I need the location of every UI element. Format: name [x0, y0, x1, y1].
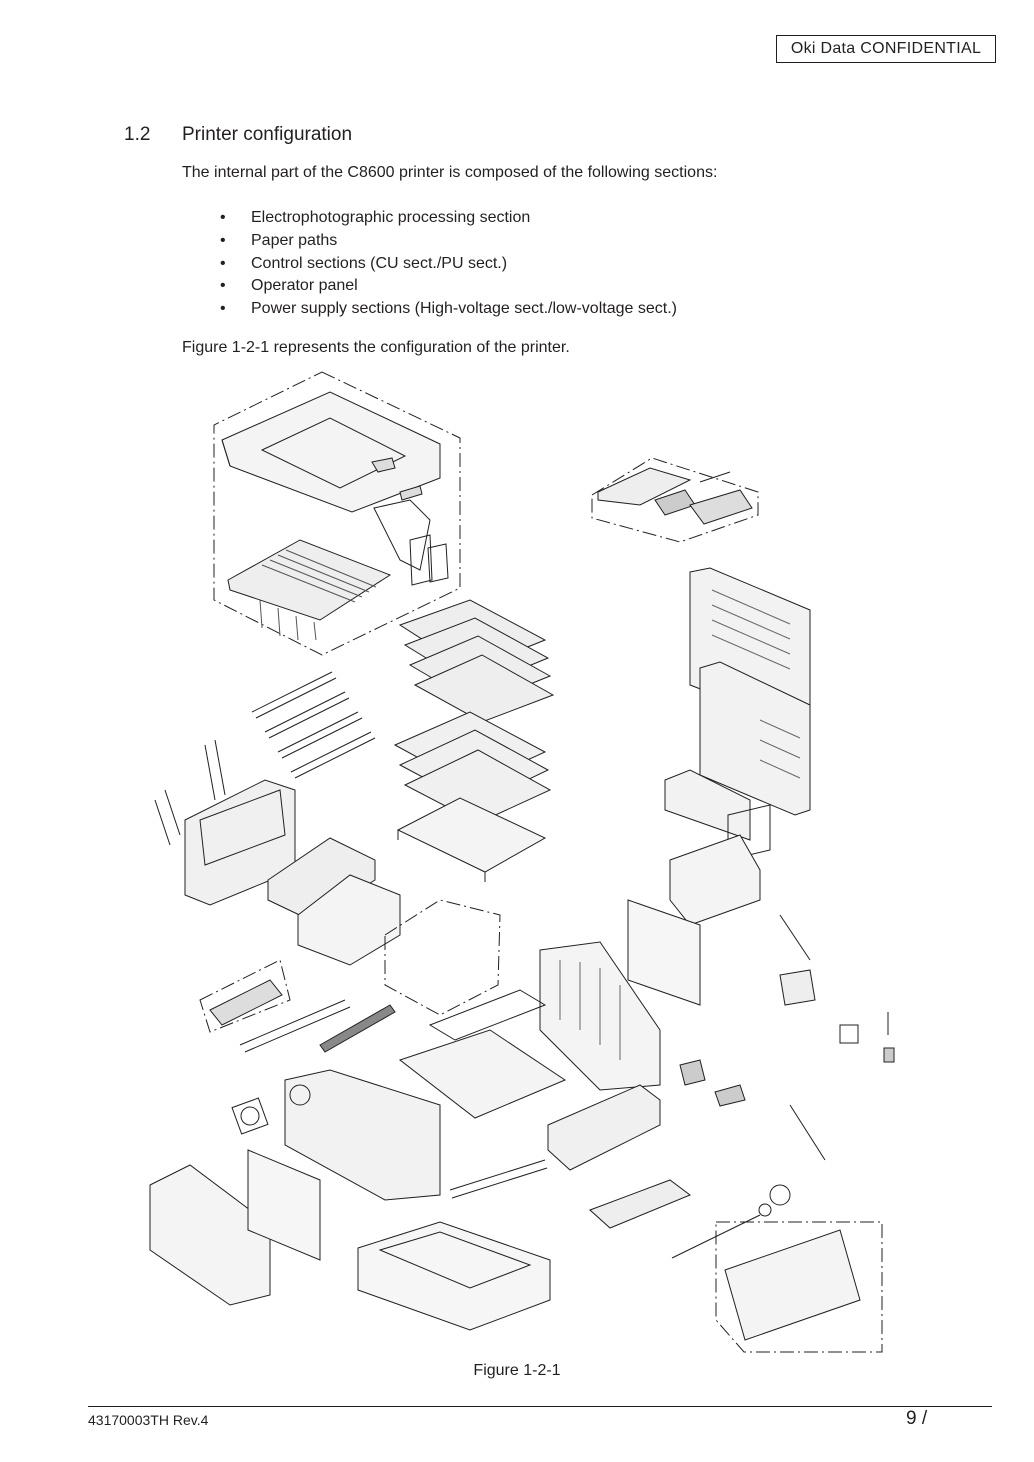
list-item-text: Operator panel [251, 277, 358, 295]
toner-cartridges [400, 600, 553, 722]
list-item-text: Paper paths [251, 231, 338, 249]
right-side-cover [690, 568, 810, 815]
paper-path-parts [450, 1060, 745, 1228]
fuser-unit [268, 838, 400, 965]
document-id: 43170003TH Rev.4 [88, 1412, 209, 1428]
figure-caption: Figure 1-2-1 [473, 1362, 561, 1379]
confidential-label: Oki Data CONFIDENTIAL [776, 35, 996, 63]
list-item-text: Control sections (CU sect./PU sect.) [251, 254, 508, 272]
list-item: • Control sections (CU sect./PU sect.) [182, 254, 677, 277]
section-number: 1.2 [124, 124, 151, 145]
list-item: • Paper paths [182, 231, 677, 254]
exploded-parts-diagram [148, 368, 898, 1358]
section-title: Printer configuration [182, 124, 353, 145]
top-cover-group [214, 372, 460, 655]
list-item-text: Power supply sections (High-voltage sect… [251, 300, 677, 318]
footer-rule [88, 1406, 992, 1407]
list-item: • Operator panel [182, 276, 677, 299]
control-boards [628, 770, 770, 1005]
bullet-mark: • [220, 254, 226, 272]
drive-and-mpt [672, 915, 894, 1352]
list-item-text: Electrophotographic processing section [251, 209, 531, 226]
figure-reference-text: Figure 1-2-1 represents the configuratio… [182, 339, 570, 356]
sections-list: •Electrophotographic processing section … [182, 208, 677, 322]
list-item: • Power supply sections (High-voltage sec… [182, 299, 677, 322]
paper-tray [358, 1222, 550, 1330]
image-drums [395, 712, 550, 823]
rear-cover [155, 740, 295, 905]
intro-paragraph: The internal part of the C8600 printer i… [182, 164, 718, 181]
bullet-mark: • [220, 231, 226, 249]
page-number: 9 / [906, 1408, 928, 1429]
side-frame-fan [150, 1070, 440, 1305]
list-item: • Electrophotographic processing section [182, 208, 677, 231]
bullet-mark: • [220, 277, 226, 295]
bullet-mark: • [220, 300, 226, 318]
belt-unit [398, 798, 545, 882]
guide-assemblies [200, 960, 395, 1052]
operator-panel-group [592, 458, 758, 542]
bullet-mark: • [220, 209, 226, 226]
led-heads [252, 672, 375, 778]
main-frame [385, 900, 660, 1118]
